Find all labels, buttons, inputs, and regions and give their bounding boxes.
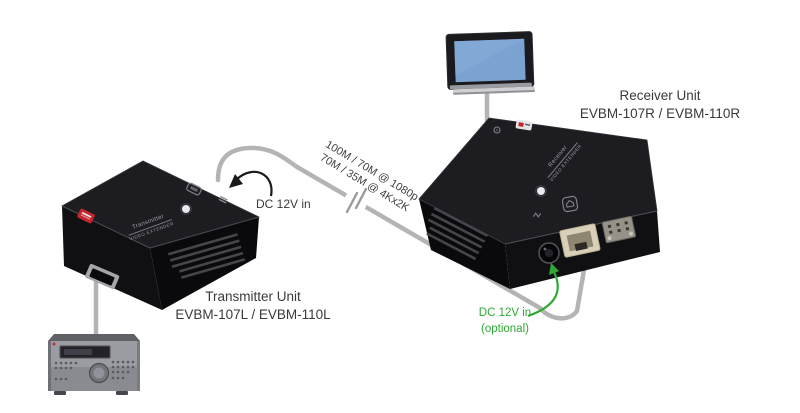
transmitter-hdmi-out-icon: [186, 182, 202, 196]
receiver-dc-label: DC 12V in: [478, 307, 532, 319]
transmitter-dc-marking: [218, 195, 228, 204]
transmitter-vents: [168, 233, 246, 279]
receiver-dc-optional-label: DC 12V in (optional): [455, 306, 555, 337]
cable-break-icon: [343, 187, 369, 214]
receiver-hdmi-out-house-icon: [561, 195, 579, 213]
receiver-terminal-block: [601, 215, 636, 244]
receiver-dc-note: (optional): [481, 322, 529, 335]
receiver-dc-jack: [538, 242, 560, 264]
transmitter-title: Transmitter Unit: [205, 289, 301, 304]
receiver-model: EVBM-107R / EVBM-110R: [579, 105, 741, 121]
transmitter-model: EVBM-107L / EVBM-110L: [175, 306, 331, 322]
optional-power-arrow-icon: [527, 263, 559, 318]
transmitter-dc-label: DC 12V in: [256, 197, 311, 211]
transmitter-device: [61, 160, 261, 310]
dc-power-arrow-icon: [229, 170, 273, 197]
av-buttons: [54, 360, 135, 381]
receiver-cert-icon: [493, 126, 501, 134]
tv-icon: [445, 31, 536, 95]
receiver-device: [418, 117, 660, 289]
transmitter-power-led: [180, 203, 192, 215]
transmitter-unit-label: Transmitter Unit EVBM-107L / EVBM-110L: [148, 288, 358, 323]
av-source-icon: [48, 334, 140, 395]
transmitter-hdmi-port: [85, 264, 120, 290]
receiver-unit-label: Receiver Unit EVBM-107R / EVBM-110R: [555, 87, 765, 122]
cat-link-cable: [215, 145, 588, 321]
receiver-link-icon: [532, 212, 542, 218]
receiver-title: Receiver Unit: [619, 88, 701, 103]
transmitter-front-face: [62, 206, 162, 310]
receiver-rj45-port: [559, 223, 601, 258]
transmitter-brand-logo: [77, 208, 95, 224]
receiver-brand-logo: [515, 119, 533, 131]
receiver-power-led: [535, 185, 547, 197]
receiver-side-face: [419, 199, 510, 289]
receiver-vents: [426, 207, 489, 261]
